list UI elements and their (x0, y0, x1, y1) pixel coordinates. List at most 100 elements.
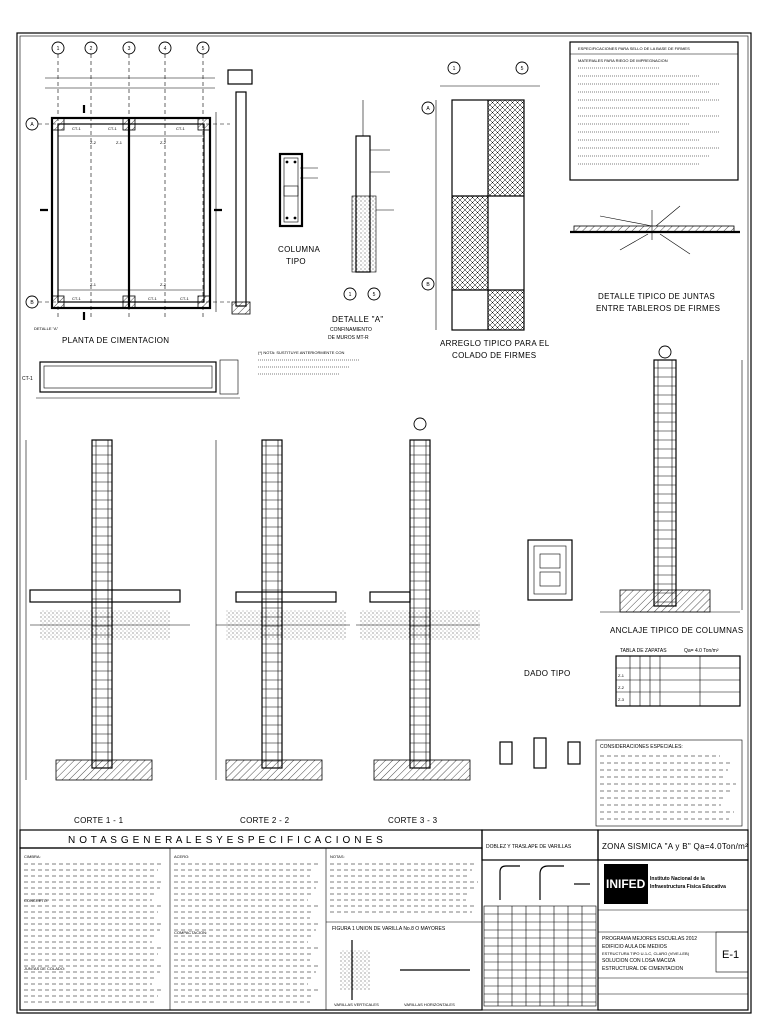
svg-text:CT-1: CT-1 (22, 376, 33, 382)
column-detail: COLUMNA TIPO (278, 152, 320, 266)
svg-text:ARREGLO TIPICO PARA EL: ARREGLO TIPICO PARA EL (440, 339, 550, 348)
svg-text:CONSIDERACIONES ESPECIALES:: CONSIDERACIONES ESPECIALES: (600, 744, 683, 750)
svg-text:CONCRETO:: CONCRETO: (24, 898, 48, 903)
svg-text:3: 3 (128, 46, 131, 52)
section-2: CORTE 2 - 2 (215, 439, 350, 825)
svg-text:CIMBRA:: CIMBRA: (24, 854, 41, 859)
svg-text:B: B (30, 300, 34, 306)
svg-text:CORTE 3 - 3: CORTE 3 - 3 (388, 816, 438, 825)
general-notes: N O T A S G E N E R A L E S Y E S P E C … (19, 829, 483, 1011)
detail-axis-bubble: 5 (367, 287, 381, 301)
svg-text:VARILLAS VERTICALES: VARILLAS VERTICALES (334, 1002, 379, 1007)
svg-text:A: A (30, 122, 34, 128)
arreglo-axis-bubble: A (421, 101, 435, 115)
svg-text:ZONA SISMICA "A y B" Qa=4.0Ton: ZONA SISMICA "A y B" Qa=4.0Ton/m² (602, 842, 748, 851)
svg-text:DADO TIPO: DADO TIPO (524, 669, 571, 678)
pedestal-detail: DADO TIPO (524, 539, 573, 678)
svg-text:B: B (426, 282, 430, 288)
svg-text:1: 1 (57, 46, 60, 52)
svg-text:CT-1: CT-1 (148, 296, 157, 301)
svg-text:ANCLAJE TIPICO DE COLUMNAS: ANCLAJE TIPICO DE COLUMNAS (610, 626, 743, 635)
title-block: INIFED Instituto Nacional de la Infraest… (597, 859, 749, 1011)
svg-text:4: 4 (164, 46, 167, 52)
svg-text:VARILLAS HORIZONTALES: VARILLAS HORIZONTALES (404, 1002, 455, 1007)
stirrup-details (499, 737, 581, 769)
svg-text:CT-1: CT-1 (72, 296, 81, 301)
slab-arrangement: 1 5 A B ARREGLO TIPICO PARA EL COLADO DE… (421, 61, 550, 360)
column-anchorage: ANCLAJE TIPICO DE COLUMNAS (600, 345, 743, 635)
svg-text:Z-1: Z-1 (116, 140, 123, 145)
arreglo-axis-bubble: B (421, 277, 435, 291)
svg-text:DETALLE "A": DETALLE "A" (34, 326, 59, 331)
svg-text:JUNTAS DE COLADO:: JUNTAS DE COLADO: (24, 966, 65, 971)
spec-box: ESPECIFICACIONES PARA SELLO DE LA BASE D… (569, 41, 739, 181)
foundation-plan: 1 2 3 4 5 A B CT-1 CT-1 CT-1 CT-1 (22, 41, 253, 399)
plan-title: PLANTA DE CIMENTACION (62, 336, 169, 345)
svg-text:1: 1 (349, 292, 352, 298)
detail-a: 1 5 DETALLE "A" CONFINAMIENTO DE MUROS M… (328, 100, 394, 341)
svg-text:Z-2: Z-2 (90, 140, 97, 145)
svg-text:DETALLE "A": DETALLE "A" (332, 315, 384, 324)
svg-text:ESPECIFICACIONES PARA SELLO DE: ESPECIFICACIONES PARA SELLO DE LA BASE D… (578, 46, 690, 51)
svg-text:ACERO:: ACERO: (174, 854, 189, 859)
svg-text:TABLA DE ZAPATAS: TABLA DE ZAPATAS (620, 648, 667, 654)
arreglo-axis-bubble: 1 (447, 61, 461, 75)
svg-text:CONFINAMIENTO: CONFINAMIENTO (330, 327, 372, 333)
svg-text:Z-3: Z-3 (618, 697, 625, 702)
svg-text:NOTAS:: NOTAS: (330, 854, 345, 859)
footing-table: TABLA DE ZAPATAS Qa= 4.0 Ton/m² Z-1 Z-2 … (615, 648, 741, 707)
svg-text:5: 5 (521, 66, 524, 72)
svg-text:2: 2 (90, 46, 93, 52)
svg-text:CT-1: CT-1 (108, 126, 117, 131)
svg-text:DETALLE TIPICO DE JUNTAS: DETALLE TIPICO DE JUNTAS (598, 292, 715, 301)
arreglo-axis-bubble: 5 (515, 61, 529, 75)
svg-text:MATERIALES PARA RIEGO DE IMPRE: MATERIALES PARA RIEGO DE IMPREGNACION (578, 58, 668, 63)
svg-text:Z-2: Z-2 (160, 140, 167, 145)
svg-text:Instituto Nacional de la: Instituto Nacional de la (650, 876, 705, 882)
svg-text:1: 1 (453, 66, 456, 72)
plan-axis-bubble: 2 (84, 41, 98, 55)
svg-text:EDIFICIO AULA DE MEDIOS: EDIFICIO AULA DE MEDIOS (602, 944, 668, 950)
svg-text:ENTRE TABLEROS DE FIRMES: ENTRE TABLEROS DE FIRMES (596, 304, 720, 313)
svg-text:COLUMNA: COLUMNA (278, 245, 320, 254)
sheet-border (16, 32, 752, 1014)
svg-text:Z-1: Z-1 (618, 673, 625, 678)
svg-text:CT-1: CT-1 (180, 296, 189, 301)
detail-axis-bubble: 1 (343, 287, 357, 301)
plan-axis-bubble: 3 (122, 41, 136, 55)
svg-text:FIGURA 1 UNION DE VARILLA No.8: FIGURA 1 UNION DE VARILLA No.8 O MAYORES (332, 926, 446, 932)
svg-text:COMPACTACION:: COMPACTACION: (174, 930, 207, 935)
svg-text:PROGRAMA MEJORES ESCUELAS 2012: PROGRAMA MEJORES ESCUELAS 2012 (602, 936, 697, 942)
svg-text:CT-1: CT-1 (72, 126, 81, 131)
svg-text:ESTRUCTURA TIPO U-1-C, CLARO (: ESTRUCTURA TIPO U-1-C, CLARO (VIVE-LEB) (602, 951, 690, 956)
svg-text:5: 5 (373, 292, 376, 298)
svg-text:SOLUCION CON LOSA MACIZA: SOLUCION CON LOSA MACIZA (602, 958, 676, 964)
plan-axis-bubble: 5 (196, 41, 210, 55)
section-3: CORTE 3 - 3 (356, 417, 480, 825)
inifed-logo: INIFED (606, 877, 646, 891)
ct-note: (*) NOTA: SUSTITUYE ANTERIORMENTE CON (258, 350, 344, 355)
svg-text:COLADO DE FIRMES: COLADO DE FIRMES (452, 351, 536, 360)
svg-text:TIPO: TIPO (286, 257, 306, 266)
plan-axis-bubble: B (25, 295, 39, 309)
svg-text:5: 5 (202, 46, 205, 52)
svg-text:CORTE 2 - 2: CORTE 2 - 2 (240, 816, 290, 825)
svg-text:Z-1: Z-1 (90, 282, 97, 287)
rebar-bending: DOBLEZ Y TRASLAPE DE VARILLAS (481, 829, 599, 1011)
svg-text:DOBLEZ Y TRASLAPE DE VARILLAS: DOBLEZ Y TRASLAPE DE VARILLAS (486, 844, 572, 850)
special-considerations: CONSIDERACIONES ESPECIALES: (595, 739, 743, 827)
svg-text:CORTE 1 - 1: CORTE 1 - 1 (74, 816, 124, 825)
plan-axis-bubble: A (25, 117, 39, 131)
section-bubble (413, 417, 427, 431)
svg-text:N O T A S G E N E R A L E S: N O T A S G E N E R A L E S Y E S P E C … (68, 835, 383, 846)
svg-text:Z-2: Z-2 (160, 282, 167, 287)
svg-text:Qa= 4.0 Ton/m²: Qa= 4.0 Ton/m² (684, 648, 719, 654)
joint-detail: DETALLE TIPICO DE JUNTAS ENTRE TABLEROS … (570, 205, 740, 313)
seismic-zone: ZONA SISMICA "A y B" Qa=4.0Ton/m² (597, 829, 749, 861)
svg-text:Infraestructura Física Educati: Infraestructura Física Educativa (650, 884, 726, 890)
plan-axis-bubble: 4 (158, 41, 172, 55)
sheet-number: E-1 (722, 949, 739, 961)
svg-text:Z-2: Z-2 (618, 685, 625, 690)
svg-text:DE MUROS MT-R: DE MUROS MT-R (328, 335, 369, 341)
